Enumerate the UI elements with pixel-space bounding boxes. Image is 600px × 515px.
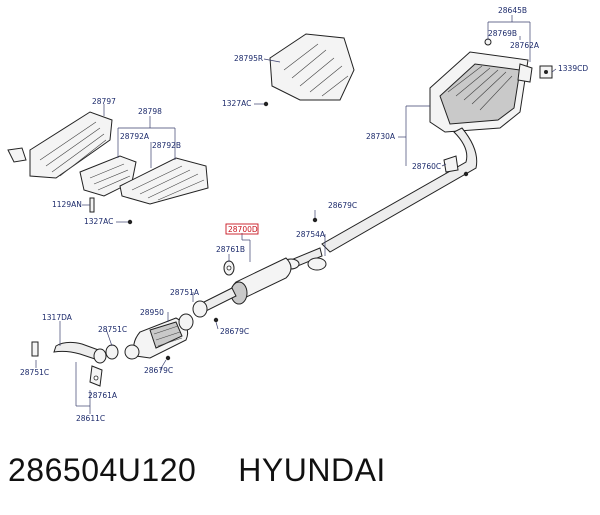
label-28751C-up: 28751C xyxy=(98,325,127,334)
label-1129AN: 1129AN xyxy=(52,200,82,209)
label-1327AC-top: 1327AC xyxy=(222,99,251,108)
label-28797: 28797 xyxy=(92,97,116,106)
muffler-hanger-bracket xyxy=(484,38,553,79)
label-28611C: 28611C xyxy=(76,414,105,423)
exhaust-system-diagram: 28645B 28769B 28762A 1339CD 28795R 1327A… xyxy=(7,6,588,423)
label-28792A: 28792A xyxy=(120,132,150,141)
label-28761A: 28761A xyxy=(88,391,118,400)
catalytic-converter xyxy=(105,313,194,361)
front-pipe xyxy=(31,341,107,387)
label-28679C-top: 28679C xyxy=(328,201,357,210)
rear-pipe xyxy=(321,127,478,253)
part-labels: 28645B 28769B 28762A 1339CD 28795R 1327A… xyxy=(20,6,588,423)
label-28761B: 28761B xyxy=(216,245,245,254)
label-28679C-low: 28679C xyxy=(144,366,173,375)
label-28769B: 28769B xyxy=(488,29,517,38)
label-28679C-mid: 28679C xyxy=(220,327,249,336)
label-28730A: 28730A xyxy=(366,132,396,141)
heat-protector-rear xyxy=(269,33,355,101)
heat-protector-manifold xyxy=(7,111,113,179)
label-28754A: 28754A xyxy=(296,230,326,239)
rear-muffler xyxy=(429,51,533,133)
label-28792B: 28792B xyxy=(152,141,181,150)
part-number: 286504U120 xyxy=(8,452,197,488)
label-28700D: 28700D xyxy=(228,225,258,234)
label-28751C-low: 28751C xyxy=(20,368,49,377)
leader-lines xyxy=(35,15,557,414)
label-28645B: 28645B xyxy=(498,6,527,15)
part-caption: 286504U120 HYUNDAI xyxy=(8,452,386,489)
heat-protector-center-right xyxy=(119,157,209,205)
hanger-rubber xyxy=(223,260,235,276)
label-28950: 28950 xyxy=(140,308,164,317)
label-1317DA: 1317DA xyxy=(42,313,73,322)
label-28798: 28798 xyxy=(138,107,162,116)
label-1339CD: 1339CD xyxy=(558,64,588,73)
highlight-box-28700D xyxy=(225,223,259,235)
label-28762A: 28762A xyxy=(510,41,540,50)
label-1327AC-low: 1327AC xyxy=(84,217,113,226)
center-muffler xyxy=(192,247,327,318)
label-28751A: 28751A xyxy=(170,288,200,297)
label-28795R: 28795R xyxy=(234,54,263,63)
brand-name: HYUNDAI xyxy=(238,452,386,488)
label-28760C: 28760C xyxy=(412,162,441,171)
